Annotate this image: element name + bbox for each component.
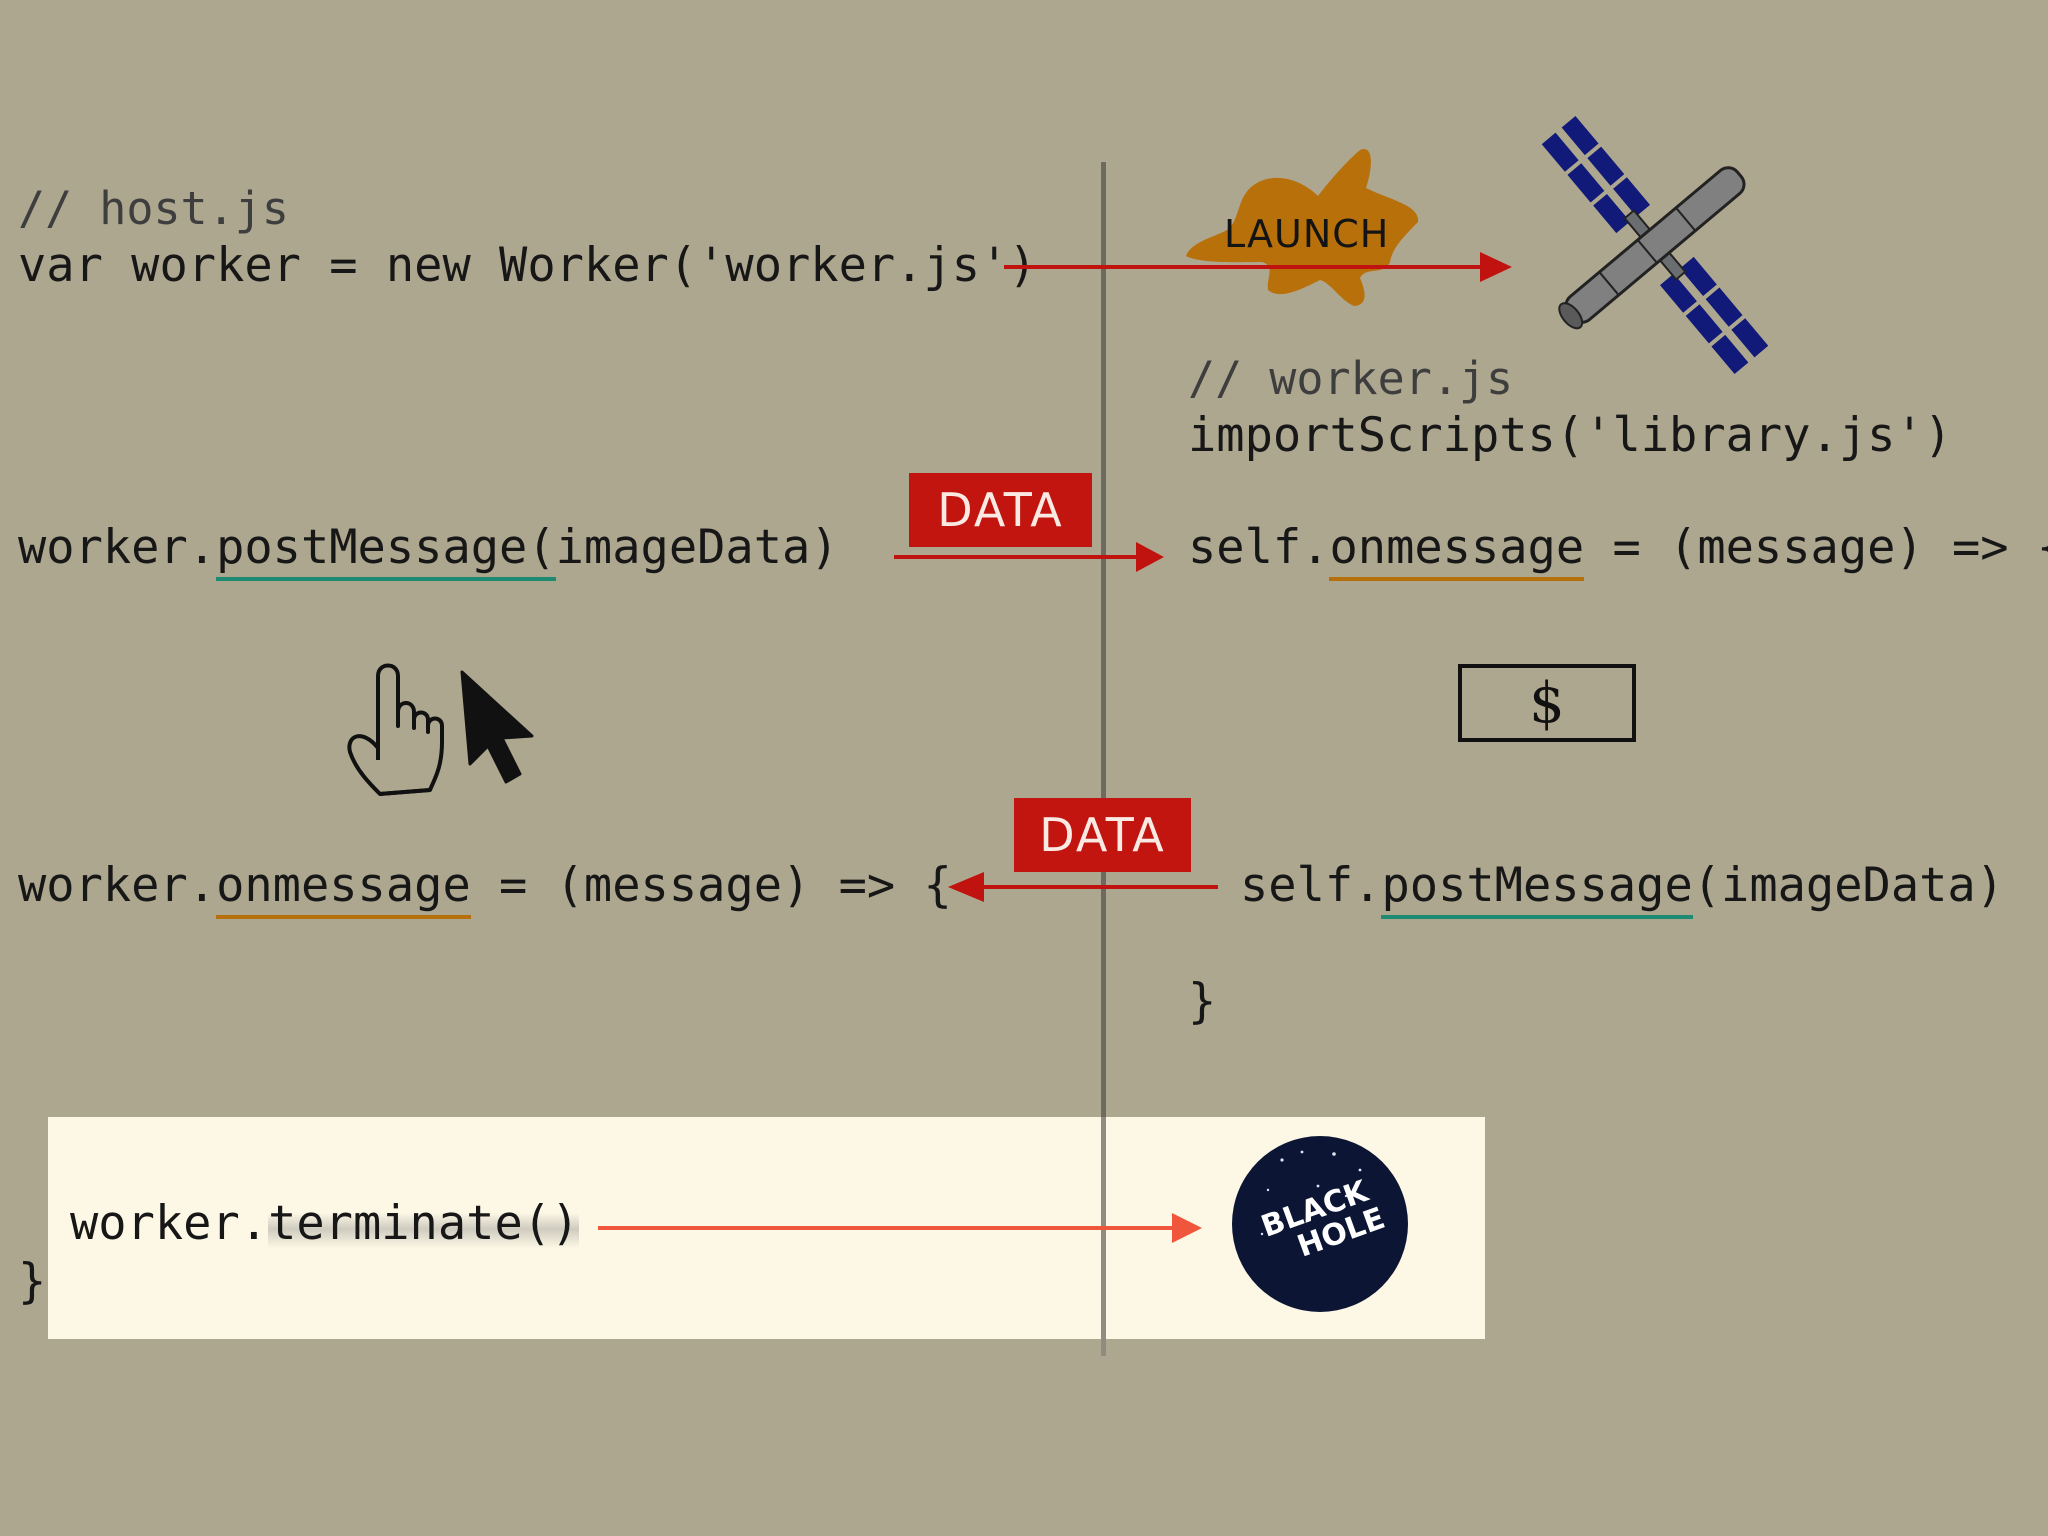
worker-post-arg: (imageData) bbox=[1692, 858, 2005, 913]
host-terminate-line: worker.terminate() bbox=[70, 1196, 580, 1251]
worker-onmessage-line: self.onmessage = (message) => { bbox=[1188, 520, 2048, 581]
black-hole-icon bbox=[1232, 1136, 1408, 1312]
worker-import-line: importScripts('library.js') bbox=[1188, 408, 1953, 463]
data-label-return: DATA bbox=[1014, 798, 1191, 872]
worker-post-method: postMessage bbox=[1381, 858, 1693, 919]
worker-post-message-line: self.postMessage(imageData) bbox=[1240, 858, 2004, 919]
terminate-arrowhead bbox=[1172, 1213, 1202, 1243]
worker-onmessage-object: self. bbox=[1188, 520, 1330, 575]
launch-arrowhead bbox=[1480, 252, 1512, 282]
pointer-hand-icon bbox=[347, 663, 444, 796]
worker-post-object: self. bbox=[1240, 858, 1382, 913]
host-onmessage-prop: onmessage bbox=[216, 858, 471, 919]
data-send-arrowhead bbox=[1136, 542, 1164, 572]
dollar-bill-icon bbox=[1458, 664, 1636, 742]
host-worker-divider bbox=[1101, 162, 1106, 1356]
host-post-object: worker. bbox=[18, 520, 217, 575]
satellite-icon bbox=[1541, 115, 1769, 375]
host-onmessage-rest: = (message) => { bbox=[470, 858, 952, 913]
black-hole-stars bbox=[1260, 1150, 1362, 1236]
worker-onmessage-rest: = (message) => { bbox=[1584, 520, 2048, 575]
host-create-worker-line: var worker = new Worker('worker.js') bbox=[18, 238, 1037, 293]
data-label-send: DATA bbox=[909, 473, 1092, 547]
worker-comment: // worker.js bbox=[1188, 352, 1514, 405]
launch-label: LAUNCH bbox=[1224, 212, 1390, 256]
arrow-cursor-icon bbox=[460, 670, 534, 784]
host-post-arg: imageData) bbox=[555, 520, 839, 575]
divider-lower bbox=[1101, 1117, 1106, 1356]
worker-onmessage-prop: onmessage bbox=[1329, 520, 1585, 581]
data-return-arrowhead bbox=[948, 872, 984, 902]
dollar-sign: $ bbox=[1529, 670, 1565, 736]
host-onmessage-object: worker. bbox=[18, 858, 217, 913]
host-terminate-object: worker. bbox=[70, 1196, 269, 1251]
worker-closing-brace: } bbox=[1188, 974, 1217, 1029]
host-terminate-method: terminate() bbox=[268, 1196, 580, 1251]
host-comment: // host.js bbox=[18, 182, 289, 235]
host-post-method: postMessage( bbox=[216, 520, 556, 581]
host-onmessage-line: worker.onmessage = (message) => { bbox=[18, 858, 952, 919]
host-post-message-line: worker.postMessage(imageData) bbox=[18, 520, 839, 581]
host-closing-brace: } bbox=[18, 1254, 47, 1309]
